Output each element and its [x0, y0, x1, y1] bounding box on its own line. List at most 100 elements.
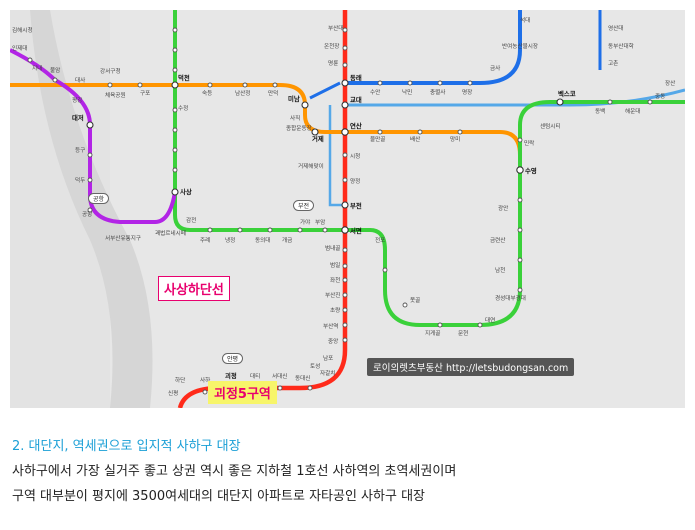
station-label: 강서구청 [100, 67, 121, 75]
station-label: 서대신 [272, 372, 287, 380]
station-label: 부산대 [328, 24, 343, 32]
station-label: 부산역 [323, 322, 338, 330]
station-label: 연산 [350, 121, 362, 130]
donghae-path [328, 105, 345, 207]
station-label: 부전 [350, 201, 362, 210]
station-label: 덕두 [75, 177, 85, 184]
station-label: 반여농산물시장 [502, 42, 538, 50]
station-label: 주례 [200, 236, 210, 244]
station-label: 개금 [282, 236, 292, 244]
caption-title: 2. 대단지, 역세권으로 입지적 사하구 대장 [12, 439, 241, 454]
station-label: 대티 [250, 372, 260, 380]
station-label: 대연 [485, 316, 495, 324]
station-label: 배산 [410, 135, 420, 143]
station-label: 명장 [462, 89, 472, 96]
station-label: 부암 [315, 218, 325, 226]
station-label: 동의대 [255, 236, 270, 244]
station-label: 공항 [82, 210, 92, 218]
station-label: 냉정 [225, 236, 235, 244]
station-label: 불암 [50, 66, 60, 74]
station-label: 센텀시티 [540, 122, 561, 130]
station-label: 감전 [186, 216, 196, 224]
station-label: 시청 [350, 153, 360, 160]
station-label: 남포 [323, 354, 333, 362]
station-label: 지게골 [425, 329, 440, 337]
station-label: 서면 [350, 226, 362, 235]
station-label: 숙등 [202, 89, 212, 97]
station-label: 장산 [665, 79, 675, 87]
station-label: 망미 [450, 135, 460, 143]
station-label: 대저 [72, 113, 84, 122]
station-label: 석대 [520, 16, 530, 24]
station-label: 하단 [175, 376, 185, 384]
station-label: 문현 [458, 329, 468, 337]
line4-link [309, 81, 341, 100]
station-label: 대사 [75, 76, 85, 84]
station-label: 중앙 [328, 337, 338, 345]
station-label: 낙민 [402, 88, 412, 96]
station-label: 교대 [350, 95, 362, 104]
station-labels: 부산대온천장명륜동래교대연산시청양정부전서면범내골범일좌천부산진초량부산역중앙남… [12, 16, 675, 397]
station-label: 민락 [524, 139, 534, 147]
station-label: 김해시청 [12, 26, 33, 34]
station-label: 동대신 [295, 374, 310, 382]
goejeong-5-label: 괴정5구역 [208, 381, 277, 404]
station-label: 벡스코 [558, 89, 576, 98]
station-label: 고촌 [608, 59, 618, 67]
station-label: 구포 [140, 90, 150, 97]
station-label: 경성대부경대 [495, 294, 526, 302]
gonghang-badge: 공항 [88, 193, 110, 204]
line4-path [345, 10, 522, 85]
subway-lines-svg: 부산대온천장명륜동래교대연산시청양정부전서면범내골범일좌천부산진초량부산역중앙남… [10, 10, 685, 408]
station-label: 물만골 [370, 135, 385, 143]
station-label: 사하 [200, 376, 210, 384]
caption-line-2: 구역 대부분이 평지에 3500여세대의 대단지 아파트로 자타공인 사하구 대… [12, 489, 425, 504]
station-label: 수영 [525, 166, 537, 175]
line2-path [173, 10, 685, 327]
station-label: 범내골 [325, 244, 340, 252]
station-label: 동부산대학 [608, 42, 634, 50]
station-label: 남산정 [235, 89, 250, 97]
station-label: 수정 [178, 105, 188, 112]
station-label: 동래 [350, 73, 362, 82]
line1-path [177, 10, 348, 408]
station-label: 괴정 [225, 371, 237, 380]
station-label: 범일 [330, 261, 340, 269]
caption-line-1: 사하구에서 가장 실거주 좋고 상권 역시 좋은 지하철 1호선 사하역의 초역… [12, 464, 457, 479]
station-label: 수안 [370, 89, 380, 96]
station-label: 사직 [290, 114, 300, 122]
station-label: 서부산유통지구 [105, 234, 141, 242]
station-label: 체육공원 [105, 91, 126, 99]
station-label: 신평 [168, 389, 178, 397]
station-label: 가야 [300, 218, 310, 226]
station-label: 부산진 [325, 291, 340, 299]
area-badge: 안평 [222, 353, 244, 364]
station-label: 등구 [75, 147, 85, 154]
station-label: 평강 [72, 97, 82, 104]
station-label: 자갈치 [320, 369, 335, 377]
line3-path [10, 83, 522, 170]
map-watermark: 로이의렛츠부동산 http://letsbudongsan.com [367, 358, 575, 376]
sasang-hadan-label: 사상하단선 [158, 276, 230, 301]
station-label: 거제 [312, 134, 324, 143]
station-label: 양정 [350, 177, 360, 185]
station-label: 영산대 [608, 24, 623, 32]
station-label: 해운대 [625, 107, 640, 115]
station-label: 괘법르네시떼 [155, 229, 186, 237]
station-dots [27, 27, 653, 395]
station-label: 못골 [410, 297, 420, 304]
station-label: 좌천 [330, 276, 340, 284]
station-label: 광안 [498, 205, 508, 212]
station-label: 충렬사 [430, 88, 445, 96]
station-label: 명륜 [328, 60, 338, 67]
station-label: 인제대 [12, 44, 27, 52]
station-label: 온천장 [324, 42, 339, 50]
station-label: 덕천 [178, 73, 190, 82]
station-label: 초량 [330, 307, 340, 314]
bujeon-badge: 부전 [293, 200, 315, 211]
station-label: 중동 [655, 93, 665, 100]
station-label: 만덕 [268, 89, 278, 97]
station-label: 금사 [490, 64, 500, 72]
station-label: 거제해맞이 [298, 162, 324, 170]
